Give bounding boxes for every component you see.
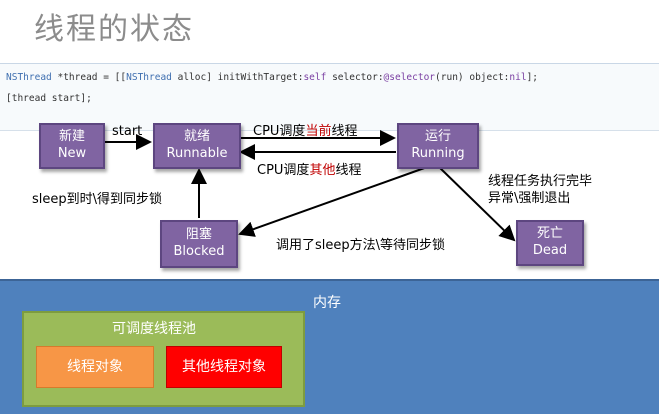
state-running: 运行 Running [397,123,479,169]
arrow-running-to-blocked [238,165,431,237]
label-cpu-current-pre: CPU调度 [253,124,306,139]
state-dead: 死亡 Dead [516,220,584,266]
label-start: start [112,124,143,139]
code-token: (run) object: [435,72,510,83]
memory-title: 内存 [313,295,341,311]
code-line-1: NSThread *thread = [[NSThread alloc] ini… [6,72,538,83]
code-line-2: [thread start]; [6,93,92,104]
state-new-en: New [57,146,87,161]
state-dead-zh: 死亡 [536,226,563,241]
label-finish: 线程任务执行完毕 异常\强制退出 [488,173,592,207]
page-title: 线程的状态 [34,12,194,47]
state-running-zh: 运行 [424,129,451,144]
code-token: selector: [326,72,384,83]
state-dead-en: Dead [532,243,568,258]
arrow-running-to-dead [437,165,516,242]
label-finish-line2: 异常\强制退出 [488,191,571,206]
label-finish-line1: 线程任务执行完毕 [488,174,593,189]
code-token: nil [509,72,527,83]
state-new: 新建 New [39,123,105,169]
label-cpu-other-pre: CPU调度 [257,163,310,178]
label-cpu-current-red: 当前 [305,124,332,139]
label-cpu-other-post: 线程 [335,163,362,178]
label-cpu-other: CPU调度其他线程 [257,159,361,178]
state-runnable-en: Runnable [166,146,228,161]
state-blocked-en: Blocked [173,244,225,259]
thread-object: 线程对象 [36,346,154,388]
label-sleep-call: 调用了sleep方法\等待同步锁 [276,238,446,253]
label-cpu-other-red: 其他 [309,163,336,178]
state-blocked-zh: 阻塞 [185,227,212,242]
other-thread-object: 其他线程对象 [166,346,282,388]
code-token: self [303,72,327,83]
state-new-zh: 新建 [58,129,85,144]
state-runnable-zh: 就绪 [183,129,210,144]
label-sleep-done: sleep到时\得到同步锁 [32,192,163,207]
state-arrows [104,130,516,242]
label-cpu-current: CPU调度当前线程 [253,120,357,139]
code-token: NSThread [126,72,172,83]
state-running-en: Running [411,146,465,161]
code-snippet: NSThread *thread = [[NSThread alloc] ini… [0,63,659,131]
code-token: @selector [383,72,436,83]
code-token: NSThread [6,72,52,83]
label-cpu-current-post: 线程 [331,124,358,139]
thread-pool-title: 可调度线程池 [112,321,196,337]
state-runnable: 就绪 Runnable [153,123,241,169]
code-token: ]; [526,72,539,83]
state-blocked: 阻塞 Blocked [160,220,238,268]
code-token: *thread = [[ [51,72,127,83]
code-token: alloc] initWithTarget: [171,72,304,83]
